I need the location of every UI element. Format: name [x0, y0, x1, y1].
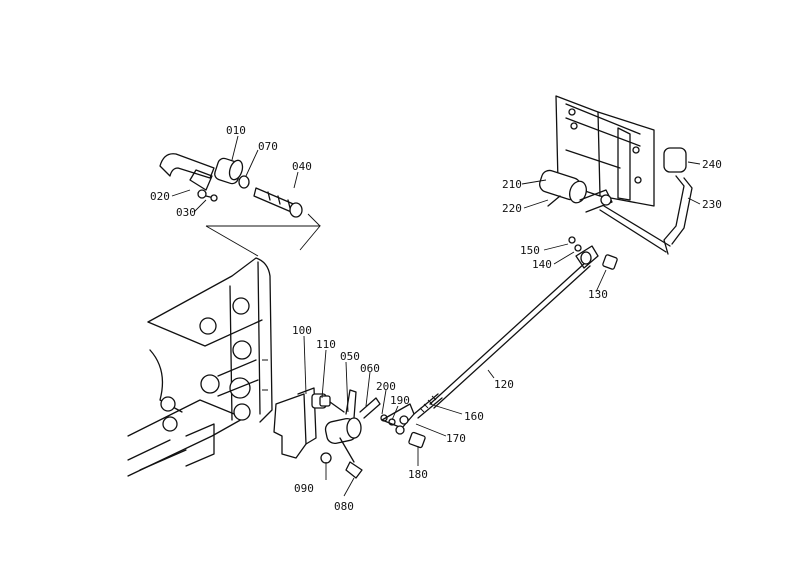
callout-110: 110: [316, 338, 336, 351]
callout-180: 180: [408, 468, 428, 481]
callout-190: 190: [390, 394, 410, 407]
callout-160: 160: [464, 410, 484, 423]
callout-020: 020: [150, 190, 170, 203]
reference-lines: [205, 213, 321, 257]
callout-090: 090: [294, 482, 314, 495]
lower-bracket-assembly: [273, 387, 426, 479]
rod-120: [413, 236, 618, 419]
callout-100: 100: [292, 324, 312, 337]
console-assembly: [539, 95, 693, 255]
callout-120: 120: [494, 378, 514, 391]
callout-220: 220: [502, 202, 522, 215]
callout-050: 050: [340, 350, 360, 363]
callout-060: 060: [360, 362, 380, 375]
housing: [127, 257, 273, 477]
callout-080: 080: [334, 500, 354, 513]
callout-150: 150: [520, 244, 540, 257]
callout-170: 170: [446, 432, 466, 445]
callout-labels: 010 070 040 020 030 210 220 240 230 150 …: [150, 124, 722, 513]
callout-240: 240: [702, 158, 722, 171]
callout-010: 010: [226, 124, 246, 137]
upper-lever-assembly: [159, 153, 303, 218]
callout-030: 030: [176, 206, 196, 219]
callout-070: 070: [258, 140, 278, 153]
leader-lines: [171, 135, 701, 497]
callout-130: 130: [588, 288, 608, 301]
callout-140: 140: [532, 258, 552, 271]
callout-210: 210: [502, 178, 522, 191]
callout-040: 040: [292, 160, 312, 173]
callout-230: 230: [702, 198, 722, 211]
callout-200: 200: [376, 380, 396, 393]
